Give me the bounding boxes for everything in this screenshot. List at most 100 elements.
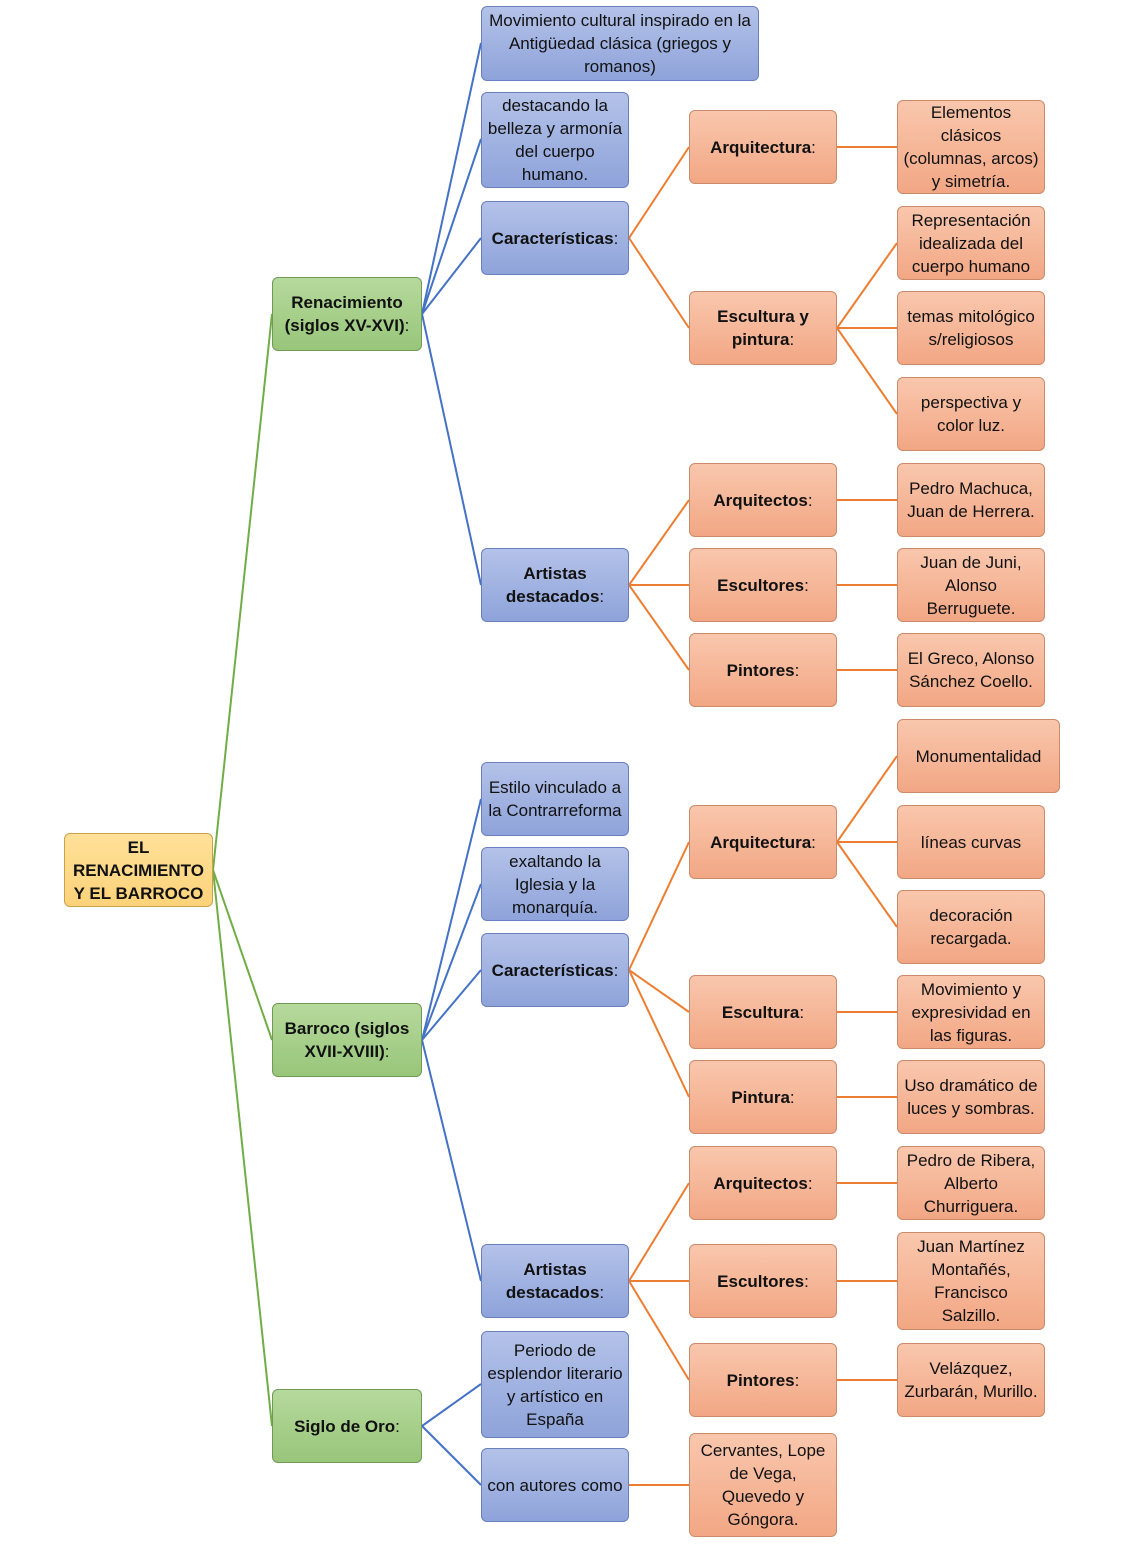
bar-escultores-suffix: : <box>804 1271 809 1291</box>
ren-escultores-text: Escultores: <box>717 574 809 597</box>
bar-escultores-text: Escultores: <box>717 1270 809 1293</box>
renacimiento-text: Renacimiento (siglos XV-XVI): <box>278 291 416 337</box>
ren-pintores-label: Pintores <box>726 660 795 680</box>
barroco-node: Barroco (siglos XVII-XVIII): <box>272 1003 422 1077</box>
siglo-oro-text: Siglo de Oro: <box>294 1415 400 1438</box>
bar-escultura-text: Escultura: <box>722 1001 804 1024</box>
siglo-oro-label: Siglo de Oro <box>294 1416 396 1436</box>
connector-ren-desc1 <box>421 42 482 315</box>
connector-bar-arq-d1 <box>836 755 898 843</box>
ren-escultores-names-node: Juan de Juni, Alonso Berruguete. <box>897 548 1045 622</box>
connector-root-renacimiento <box>212 313 273 871</box>
ren-arquitectos-text: Arquitectos: <box>713 489 812 512</box>
bar-caract-label: Características <box>491 960 614 980</box>
ren-artistas-text: Artistas destacados: <box>487 562 623 608</box>
ren-esc-detail-2-node: temas mitológicos/religiosos <box>897 291 1045 365</box>
bar-pin-detail-text: Uso dramático de luces y sombras. <box>904 1076 1038 1118</box>
ren-arquitectos-suffix: : <box>807 490 813 510</box>
ren-arquitectos-names-node: Pedro Machuca, Juan de Herrera. <box>897 463 1045 537</box>
connector-root-barroco <box>212 869 273 1041</box>
bar-escultura-suffix: : <box>799 1002 805 1022</box>
bar-escultores-node: Escultores: <box>689 1244 837 1318</box>
bar-escultura-label: Escultura <box>721 1002 800 1022</box>
bar-arquitectura-text: Arquitectura: <box>710 831 816 854</box>
connector-bar-caract <box>421 969 482 1041</box>
bar-arq-detail-1-node: Monumentalidad <box>897 719 1060 793</box>
bar-artistas-suffix: : <box>599 1283 605 1302</box>
ren-esc-detail-2-text: temas mitológicos/religiosos <box>907 307 1035 349</box>
bar-arquitectos-suffix: : <box>807 1173 813 1193</box>
ren-escultores-names-text: Juan de Juni, Alonso Berruguete. <box>920 552 1022 618</box>
ren-escultores-node: Escultores: <box>689 548 837 622</box>
ren-artistas-label: Artistas destacados <box>505 564 600 606</box>
connector-bar-desc1 <box>421 798 482 1041</box>
bar-esc-detail-node: Movimiento y expresividad en las figuras… <box>897 975 1045 1049</box>
ren-arquitectos-label: Arquitectos <box>713 490 808 510</box>
bar-desc2-text: exaltando la Iglesia y la monarquía. <box>509 851 601 917</box>
connector-oro-desc2 <box>421 1425 482 1486</box>
bar-desc1-node: Estilo vinculado a la Contrarreforma <box>481 762 629 836</box>
ren-pintores-names-text: El Greco, Alonso Sánchez Coello. <box>907 649 1035 691</box>
barroco-text: Barroco (siglos XVII-XVIII): <box>278 1017 416 1063</box>
connector-bar-caract-pin <box>628 969 690 1098</box>
ren-caract-node: Características: <box>481 201 629 275</box>
root-node: EL RENACIMIENTO Y EL BARROCO <box>64 833 213 907</box>
bar-arq-detail-3-text: decoración recargada. <box>929 906 1013 948</box>
bar-arquitectos-text: Arquitectos: <box>713 1172 812 1195</box>
oro-desc1-node: Periodo de esplendor literario y artísti… <box>481 1331 629 1438</box>
ren-escultura-pintura-node: Escultura y pintura: <box>689 291 837 365</box>
connector-bar-desc2 <box>421 883 482 1041</box>
ren-pintores-node: Pintores: <box>689 633 837 707</box>
siglo-oro-suffix: : <box>395 1416 400 1436</box>
renacimiento-node: Renacimiento (siglos XV-XVI): <box>272 277 422 351</box>
bar-arquitectos-label: Arquitectos <box>713 1173 808 1193</box>
ren-desc2-node: destacando la belleza y armonía del cuer… <box>481 92 629 188</box>
bar-arquitectura-node: Arquitectura: <box>689 805 837 879</box>
ren-arquitectura-text: Arquitectura: <box>710 136 816 159</box>
bar-escultura-node: Escultura: <box>689 975 837 1049</box>
oro-desc1-text: Periodo de esplendor literario y artísti… <box>487 1340 623 1429</box>
bar-pintores-label: Pintores <box>726 1370 795 1390</box>
ren-arquitectos-names-text: Pedro Machuca, Juan de Herrera. <box>907 479 1035 521</box>
bar-arquitectos-names-node: Pedro de Ribera, Alberto Churriguera. <box>897 1146 1045 1220</box>
ren-caract-suffix: : <box>613 228 619 248</box>
connector-oro-desc1 <box>421 1383 482 1427</box>
connector-ren-desc2 <box>421 138 482 315</box>
bar-escultores-label: Escultores <box>717 1271 805 1291</box>
connector-ren-caract-arq <box>628 146 690 239</box>
bar-artistas-node: Artistas destacados: <box>481 1244 629 1318</box>
ren-artistas-suffix: : <box>599 587 605 606</box>
bar-arq-detail-2-node: líneas curvas <box>897 805 1045 879</box>
bar-pintores-names-text: Velázquez, Zurbarán, Murillo. <box>904 1359 1038 1401</box>
ren-arq-detail-text: Elementos clásicos (columnas, arcos) y s… <box>903 103 1039 191</box>
connector-ren-art-arq <box>628 499 690 586</box>
connector-bar-caract-arq <box>628 841 690 971</box>
bar-escultores-names-node: Juan Martínez Montañés, Francisco Salzil… <box>897 1232 1045 1330</box>
bar-arquitectura-label: Arquitectura <box>710 832 812 852</box>
ren-escultura-pintura-label: Escultura y pintura <box>717 307 809 349</box>
oro-authors-text: Cervantes, Lope de Vega, Quevedo y Góngo… <box>700 1441 826 1529</box>
root-label: EL RENACIMIENTO Y EL BARROCO <box>73 837 204 903</box>
ren-desc2-text: destacando la belleza y armonía del cuer… <box>487 96 623 184</box>
bar-artistas-label: Artistas destacados <box>505 1260 600 1302</box>
bar-caract-text: Características: <box>492 959 619 982</box>
ren-desc1-node: Movimiento cultural inspirado en la Anti… <box>481 6 759 81</box>
ren-pintores-suffix: : <box>794 660 800 680</box>
ren-esc-detail-3-text: perspectiva y color luz. <box>920 393 1022 435</box>
bar-pintores-node: Pintores: <box>689 1343 837 1417</box>
bar-esc-detail-text: Movimiento y expresividad en las figuras… <box>911 979 1031 1045</box>
oro-desc2-node: con autores como <box>481 1448 629 1522</box>
bar-arquitectura-suffix: : <box>811 832 816 852</box>
bar-pin-detail-node: Uso dramático de luces y sombras. <box>897 1060 1045 1134</box>
bar-artistas-text: Artistas destacados: <box>487 1258 623 1304</box>
bar-pintura-node: Pintura: <box>689 1060 837 1134</box>
ren-esc-detail-1-node: Representación idealizada del cuerpo hum… <box>897 206 1045 280</box>
ren-escultura-pintura-text: Escultura y pintura: <box>695 305 831 351</box>
ren-artistas-node: Artistas destacados: <box>481 548 629 622</box>
ren-escultura-pintura-suffix: : <box>789 330 795 349</box>
ren-esc-detail-3-node: perspectiva y color luz. <box>897 377 1045 451</box>
connector-bar-caract-esc <box>628 969 690 1013</box>
ren-arquitectura-suffix: : <box>811 137 816 157</box>
ren-escultores-suffix: : <box>804 575 809 595</box>
